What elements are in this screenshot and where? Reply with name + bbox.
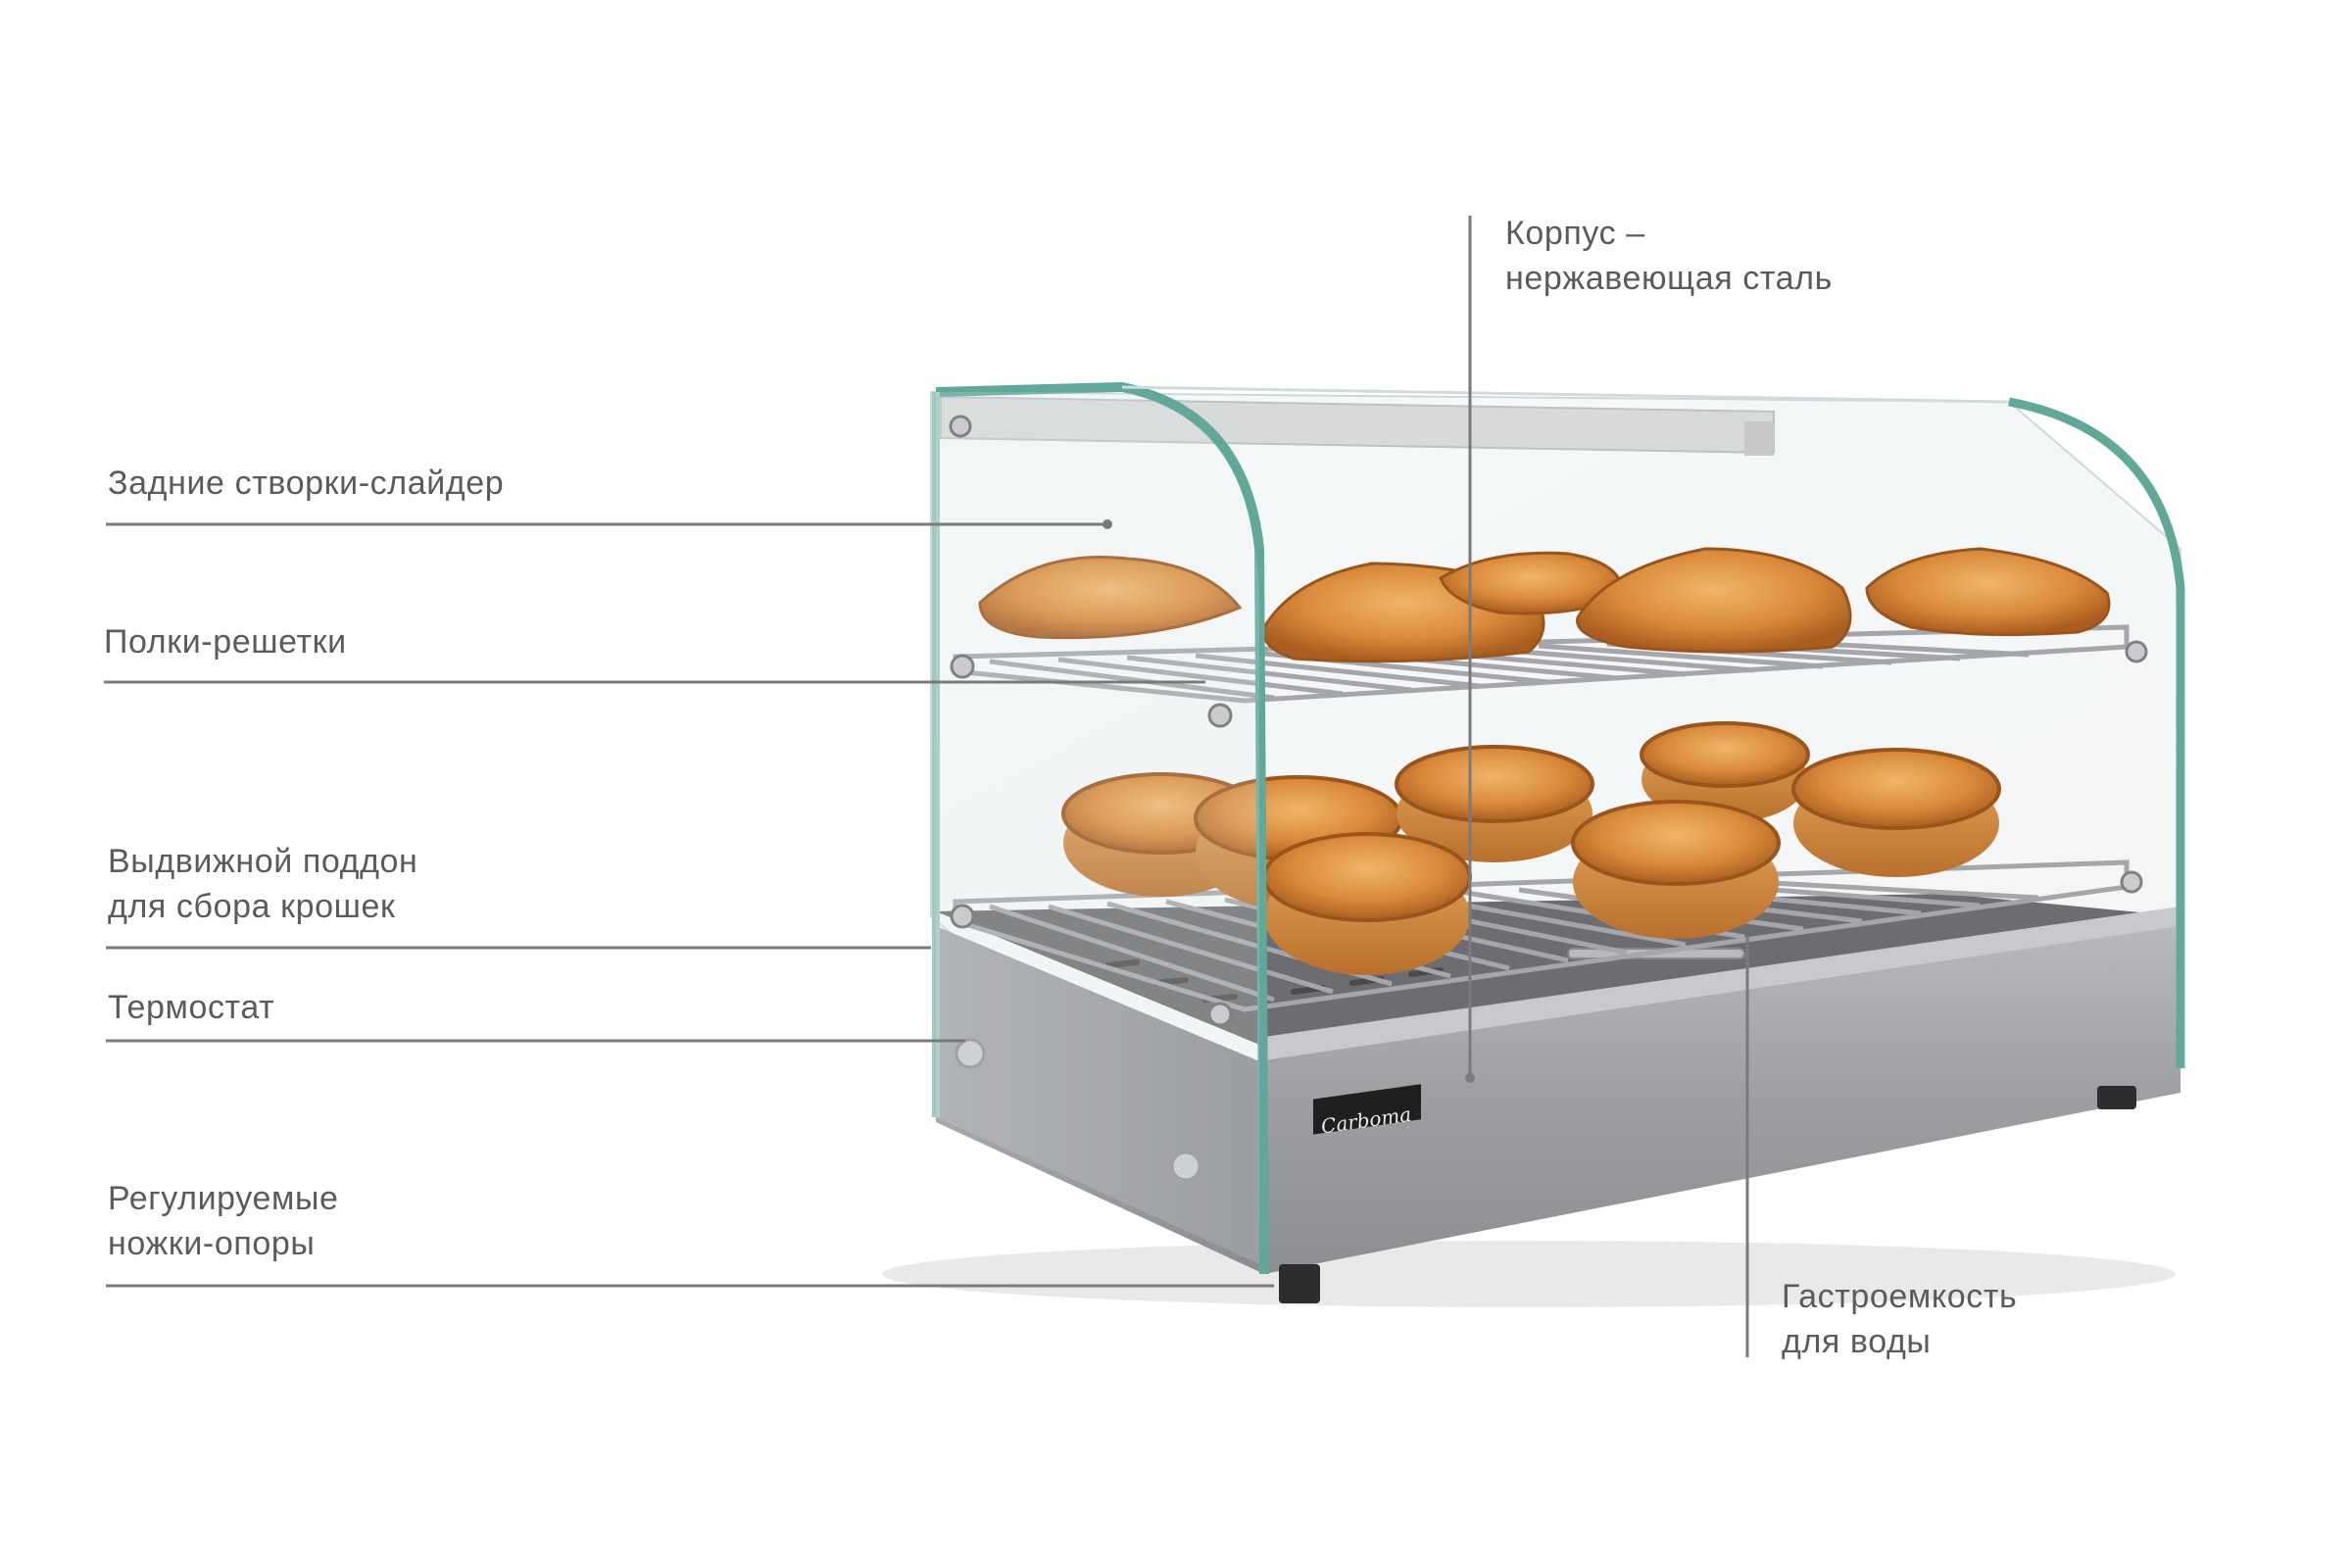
callout-shelves-text: Полки-решетки <box>104 623 347 661</box>
callout-water-pan-line2: для воды <box>1782 1323 1932 1360</box>
callout-crumb-tray-line2: для сбора крошек <box>108 888 396 925</box>
upper-pastries <box>978 547 2111 663</box>
base-side <box>936 926 1264 1274</box>
foot-front-left <box>1279 1264 1320 1303</box>
base-front <box>1264 916 2180 1274</box>
foot-front-right <box>2097 1086 2136 1109</box>
callout-water-pan: Гастроемкость для воды <box>1782 1274 2017 1364</box>
side-screw <box>1170 1151 1201 1182</box>
right-glass-edge <box>2008 397 2185 1068</box>
callout-shelves: Полки-решетки <box>104 619 347 664</box>
callout-crumb-tray-line1: Выдвижной поддон <box>108 843 418 880</box>
front-glass-edge <box>935 381 1269 1275</box>
callout-body: Корпус – нержавеющая сталь <box>1505 211 1833 301</box>
shelf-brackets <box>949 415 2148 1027</box>
callout-thermostat: Термостат <box>108 985 274 1030</box>
callout-feet-line2: ножки-опоры <box>108 1225 316 1262</box>
callout-rear-doors: Задние створки-слайдер <box>108 461 504 506</box>
lower-pastries <box>1061 721 2001 975</box>
callout-feet-line1: Регулируемые <box>108 1180 339 1217</box>
callout-water-pan-line1: Гастроемкость <box>1782 1278 2018 1315</box>
callout-rear-doors-text: Задние створки-слайдер <box>108 465 505 502</box>
callout-thermostat-text: Термостат <box>108 989 275 1026</box>
callout-crumb-tray: Выдвижной поддон для сбора крошек <box>108 839 417 929</box>
callout-body-line2: нержавеющая сталь <box>1505 260 1833 297</box>
callout-body-line1: Корпус – <box>1505 215 1645 252</box>
leader-lines <box>104 216 1749 1357</box>
callout-feet: Регулируемые ножки-опоры <box>108 1176 339 1266</box>
brand-plate <box>1313 1084 1421 1135</box>
thermostat-knob <box>955 1038 986 1069</box>
